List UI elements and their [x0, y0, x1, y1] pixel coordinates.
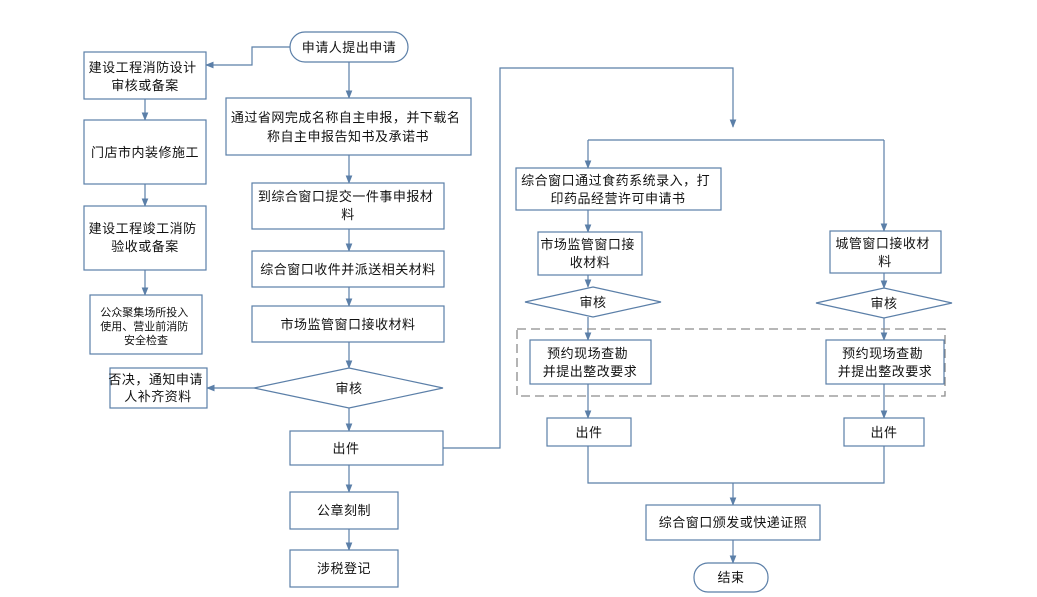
svg-text:综合窗口收件并派送相关材料: 综合窗口收件并派送相关材料 — [260, 262, 436, 278]
svg-text:公章刻制: 公章刻制 — [317, 503, 371, 519]
svg-text:门店市内装修施工: 门店市内装修施工 — [91, 145, 199, 161]
node-reject-line-1: 否决，通知申请 — [108, 372, 203, 388]
node-left4-line-3: 安全检查 — [124, 333, 168, 347]
node-c2-line-1: 到综合窗口提交一件事申报材 — [258, 189, 434, 205]
node-c1-line-2: 称自主申报告知书及承诺书 — [267, 129, 429, 145]
node-end-line-1: 结束 — [717, 571, 744, 586]
node-f2-line-1: 审核 — [870, 297, 897, 312]
node-c5-line-1: 审核 — [335, 382, 362, 397]
node-r5: 出件 — [546, 417, 632, 447]
connector-r5-to-join — [587, 446, 733, 484]
node-f2-decision: 审核 — [815, 287, 953, 319]
connectors — [141, 46, 888, 564]
node-reject-line-2: 人补齐资料 — [124, 389, 192, 405]
svg-text:否决，通知申请 人补齐资料: 否决，通知申请 人补齐资料 — [108, 372, 207, 405]
svg-text:市场监管窗口接收材料: 市场监管窗口接收材料 — [280, 317, 415, 333]
node-r4-line-1: 预约现场查勘 — [547, 347, 628, 362]
svg-text:预约现场查勘 并提出整改要求: 预约现场查勘 并提出整改要求 — [838, 347, 933, 380]
node-c2: 到综合窗口提交一件事申报材 料 — [251, 182, 445, 230]
svg-text:审核: 审核 — [579, 296, 606, 311]
node-c8-line-1: 涉税登记 — [317, 562, 371, 577]
svg-text:出件: 出件 — [870, 426, 897, 441]
svg-text:审核: 审核 — [870, 297, 897, 312]
node-r3-line-1: 审核 — [579, 296, 606, 311]
connector-f4-to-join — [733, 446, 885, 484]
node-start: 申请人提出申请 — [289, 31, 409, 63]
node-c3: 综合窗口收件并派送相关材料 — [251, 250, 445, 288]
svg-text:出件: 出件 — [575, 426, 602, 441]
node-left3: 建设工程竣工消防 验收或备案 — [83, 205, 207, 271]
svg-text:审核: 审核 — [335, 382, 362, 397]
inspection-group-frame — [516, 328, 946, 397]
node-left2-line-1: 门店市内装修施工 — [91, 145, 199, 161]
svg-text:申请人提出申请: 申请人提出申请 — [302, 40, 397, 56]
node-c2-line-2: 料 — [341, 208, 355, 223]
node-r3-decision: 审核 — [524, 286, 662, 318]
node-f4: 出件 — [843, 417, 925, 447]
svg-text:综合窗口通过食药系统录入，打 印药品经营许可申请: 综合窗口通过食药系统录入，打 印药品经营许可申请书 — [521, 173, 715, 207]
svg-text:结束: 结束 — [717, 571, 744, 586]
svg-text:出件: 出件 — [332, 442, 359, 457]
node-f1-line-1: 城管窗口接收材 — [835, 236, 930, 252]
node-f3-line-2: 并提出整改要求 — [838, 364, 933, 380]
connector-start-to-left1 — [205, 46, 290, 69]
node-c7: 公章刻制 — [289, 491, 399, 530]
node-r4: 预约现场查勘 并提出整改要求 — [529, 339, 652, 385]
svg-text:建设工程竣工消防 验收或备案: 建设工程竣工消防 验收或备案 — [89, 221, 202, 255]
node-c7-line-1: 公章刻制 — [317, 503, 371, 519]
svg-text:市场监管窗口接 收材料: 市场监管窗口接 收材料 — [540, 237, 639, 271]
node-r1: 综合窗口通过食药系统录入，打 印药品经营许可申请书 — [515, 167, 722, 211]
node-c4: 市场监管窗口接收材料 — [251, 305, 445, 343]
node-c6: 出件 — [289, 430, 444, 466]
node-r5-line-1: 出件 — [575, 426, 602, 441]
node-r2-line-2: 收材料 — [570, 256, 611, 271]
node-f3: 预约现场查勘 并提出整改要求 — [825, 339, 945, 385]
svg-text:城管窗口接收材 料: 城管窗口接收材 料 — [835, 236, 934, 270]
node-r4-line-2: 并提出整改要求 — [543, 364, 638, 380]
svg-text:综合窗口颁发或快递证照: 综合窗口颁发或快递证照 — [659, 515, 808, 531]
node-start-line-1: 申请人提出申请 — [302, 40, 397, 56]
node-c3-line-1: 综合窗口收件并派送相关材料 — [260, 262, 436, 278]
node-left1-line-1: 建设工程消防设计 — [89, 60, 197, 76]
node-c5-decision: 审核 — [253, 367, 444, 409]
node-left3-line-1: 建设工程竣工消防 — [89, 221, 197, 237]
node-c4-line-1: 市场监管窗口接收材料 — [280, 317, 415, 333]
node-left2: 门店市内装修施工 — [83, 119, 207, 185]
node-r1-line-1: 综合窗口通过食药系统录入，打 — [521, 173, 710, 189]
node-f4-line-1: 出件 — [870, 426, 897, 441]
node-left1: 建设工程消防设计 审核或备案 — [83, 51, 207, 100]
node-r1-line-2: 印药品经营许可申请书 — [550, 192, 685, 207]
node-f1: 城管窗口接收材 料 — [829, 230, 942, 274]
node-left4-line-1: 公众聚集场所投入 — [100, 305, 188, 319]
node-f1-line-2: 料 — [878, 255, 892, 270]
svg-text:公众聚集场所投入 使用、营业前消防: 公众聚集场所投入 使用、营业前消防 安全检查 — [100, 305, 192, 347]
node-r2-line-1: 市场监管窗口接 — [540, 237, 635, 253]
svg-text:建设工程消防设计 审核或备案: 建设工程消防设计 审核或备案 — [89, 60, 202, 94]
svg-text:通过省网完成名称自主申报，并下载名 称自主申报告: 通过省网完成名称自主申报，并下载名 称自主申报告知书及承诺书 — [231, 110, 465, 145]
node-f3-line-1: 预约现场查勘 — [842, 347, 923, 362]
node-left1-line-2: 审核或备案 — [111, 78, 179, 94]
node-end: 结束 — [693, 562, 769, 593]
node-c1-line-1: 通过省网完成名称自主申报，并下载名 — [231, 110, 461, 126]
svg-text:预约现场查勘 并提出整改要求: 预约现场查勘 并提出整改要求 — [543, 347, 638, 380]
svg-text:到综合窗口提交一件事申报材 料: 到综合窗口提交一件事申报材 料 — [258, 189, 438, 223]
connector-c6-to-right-branch — [443, 67, 737, 449]
node-c8: 涉税登记 — [289, 549, 399, 588]
node-left4-line-2: 使用、营业前消防 — [100, 319, 188, 333]
node-r2: 市场监管窗口接 收材料 — [537, 231, 643, 276]
node-reject: 否决，通知申请 人补齐资料 — [108, 367, 208, 409]
node-c1: 通过省网完成名称自主申报，并下载名 称自主申报告知书及承诺书 — [225, 97, 472, 156]
node-c6-line-1: 出件 — [332, 442, 359, 457]
node-left4: 公众聚集场所投入 使用、营业前消防 安全检查 — [89, 294, 203, 355]
svg-text:涉税登记: 涉税登记 — [317, 562, 371, 577]
node-left3-line-2: 验收或备案 — [111, 239, 179, 255]
node-final-line-1: 综合窗口颁发或快递证照 — [659, 515, 808, 531]
node-final: 综合窗口颁发或快递证照 — [645, 504, 821, 541]
